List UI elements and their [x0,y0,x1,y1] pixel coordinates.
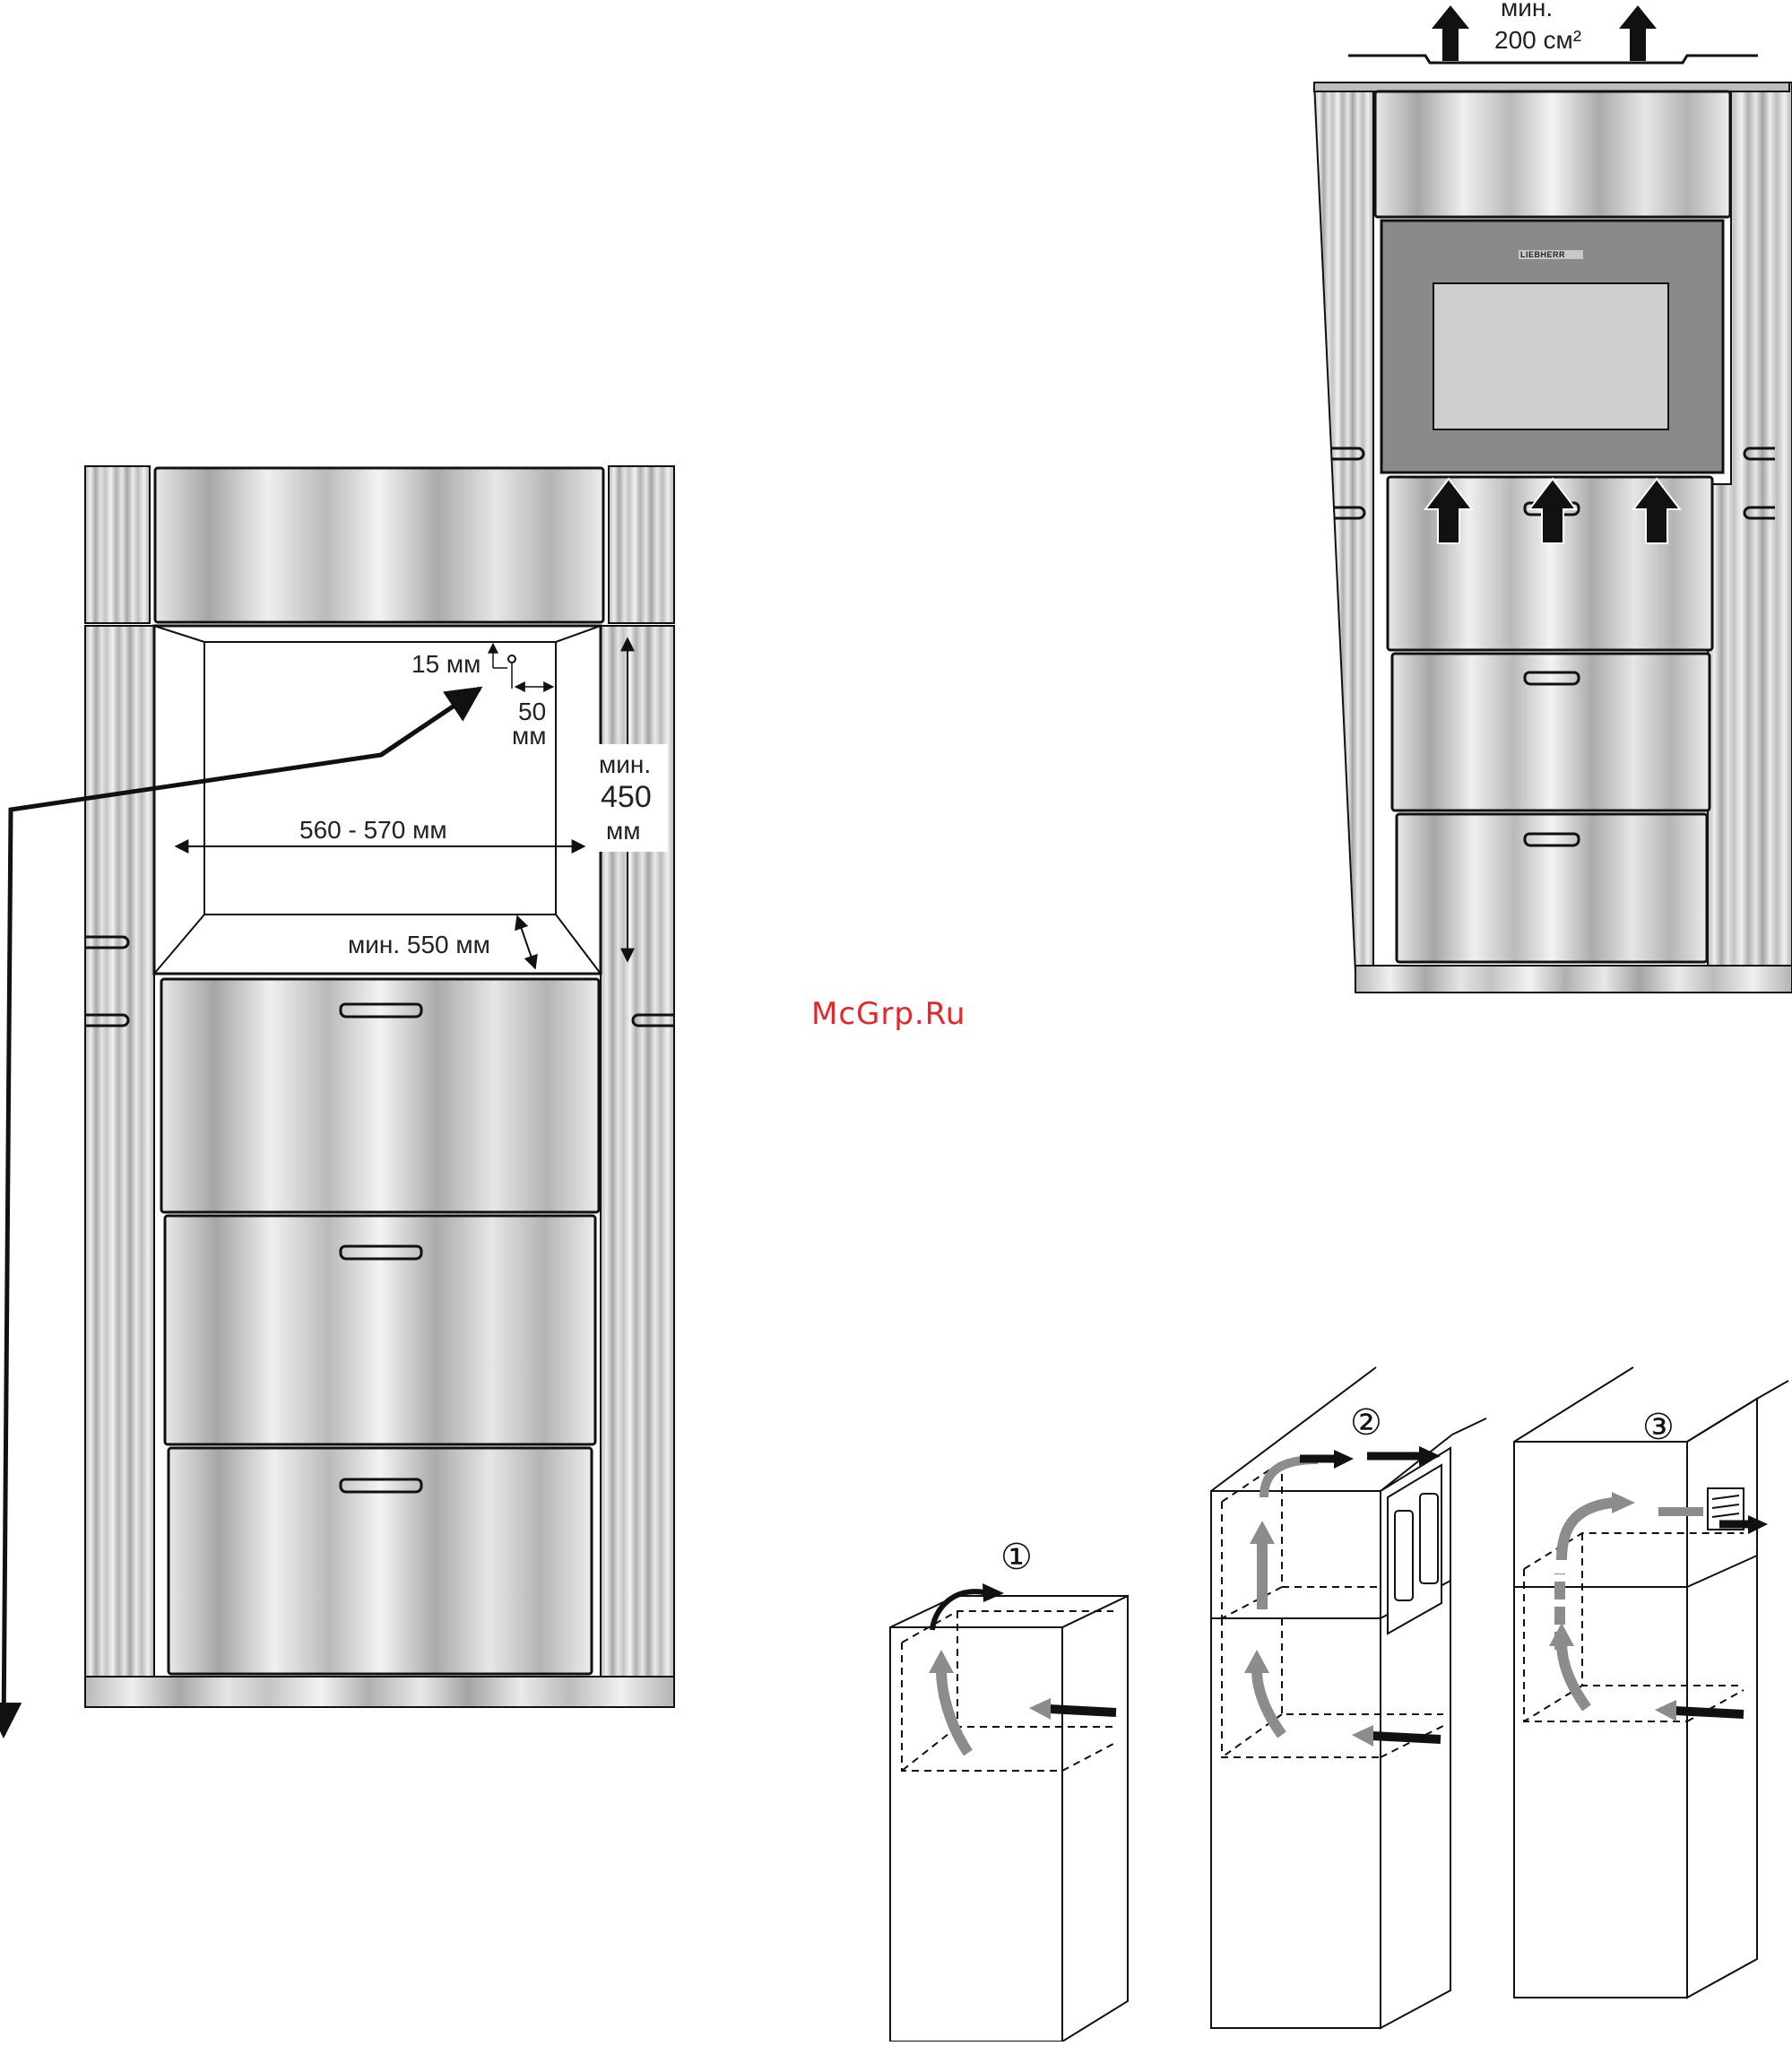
ventilation-opening-line [1348,56,1758,63]
niche-back-wall [204,642,556,915]
cabinet-front [1514,1442,1687,1998]
top-offset-label: 15 мм [411,650,480,678]
cabinet-front [1211,1491,1381,2028]
vent-label-value: 200 см² [1494,26,1581,54]
ventilation-option-2: ② [1211,1367,1486,2028]
cable-outlet-point [508,655,515,663]
option-badge: ③ [1642,1408,1675,1447]
wall-edge [1452,1418,1486,1435]
ventilation-option-1: ① [890,1538,1128,2042]
plinth [85,1677,674,1707]
intake-arrow [1372,1736,1441,1739]
niche-width-label: 560 - 570 мм [299,816,447,844]
vent-label-prefix: мин. [1501,0,1553,22]
cabinet-side [1062,1596,1128,2042]
drawer-3 [1397,814,1707,962]
side-offset-unit: мм [512,722,547,750]
drawer-2 [165,1216,595,1444]
watermark-text: McGrp.Ru [811,996,965,1032]
upper-cabinet [1375,91,1730,217]
niche-height-prefix: мин. [599,750,651,778]
appliance-brand: LIEBHERR [1520,250,1565,259]
wall-edge [1757,1381,1788,1399]
upper-cabinet-above-niche [155,468,603,622]
niche-cabinet-diagram: 15 мм 50 мм 560 - 570 мм мин. 450 мм мин… [4,466,674,1735]
option-badge: ① [1000,1538,1033,1577]
oven-window [1433,283,1668,429]
exhaust-arrow-head [1334,1450,1354,1469]
drawer-1 [161,979,599,1212]
exhaust-arrow [1432,5,1469,61]
exhaust-arrow [1619,5,1657,61]
intake-arrow [1049,1709,1116,1712]
drawer-3 [169,1448,592,1674]
upper-left-cabinet [85,466,150,623]
cabinet-front [890,1627,1062,2042]
left-side-column [1314,82,1373,973]
upper-right-cabinet [609,466,674,623]
wall-edge [1514,1367,1633,1442]
option-badge: ② [1350,1403,1382,1443]
intake-arrow [1675,1711,1744,1714]
niche-depth-label: мин. 550 мм [348,931,490,958]
left-side-column [85,626,154,1704]
niche-height-value: 450 [601,780,652,814]
drawer-2 [1392,654,1710,811]
ventilation-option-3: ③ [1514,1367,1788,1998]
niche-height-unit: мм [606,817,641,845]
plinth [1355,966,1792,993]
installed-oven-diagram: мин. 200 см² LIEBHERR [1314,0,1792,993]
